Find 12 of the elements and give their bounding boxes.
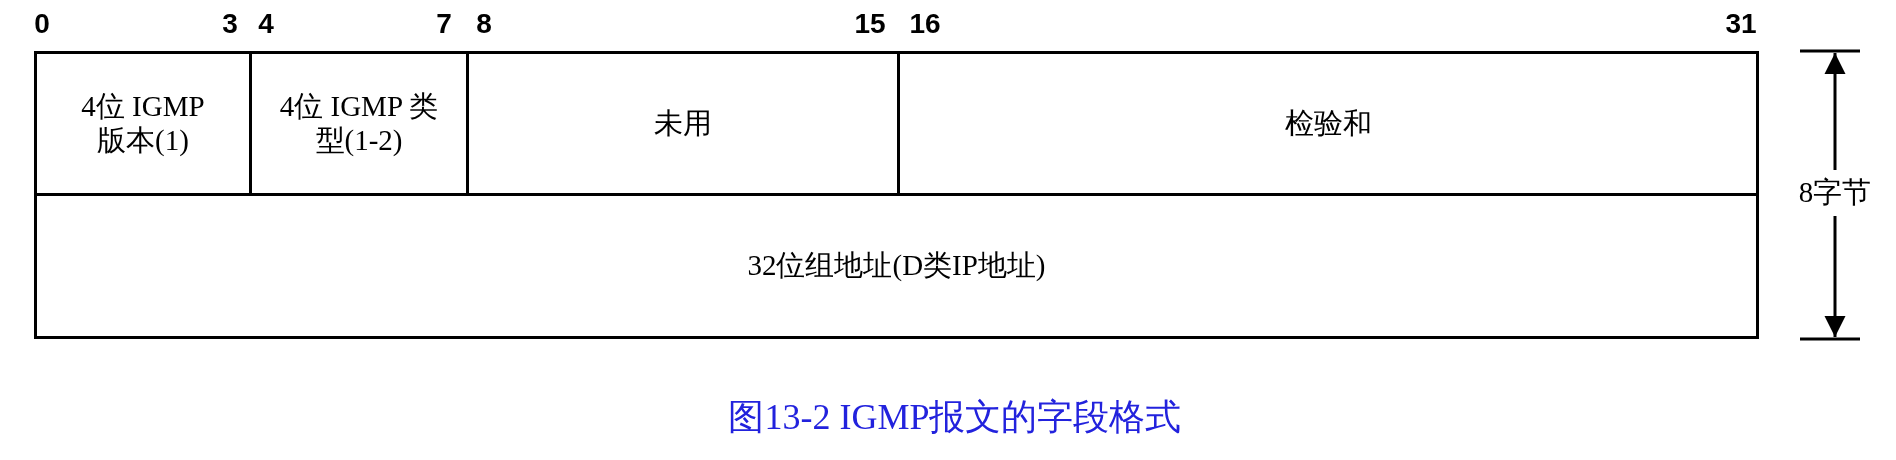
bit-number: 0	[34, 8, 50, 40]
bit-number: 7	[436, 8, 452, 40]
header-field: 32位组地址(D类IP地址)	[34, 193, 1759, 339]
bit-number: 31	[1725, 8, 1757, 40]
bit-number: 15	[854, 8, 886, 40]
bit-number: 16	[909, 8, 941, 40]
header-field: 4位 IGMP 版本(1)	[34, 51, 252, 196]
bit-number: 3	[222, 8, 238, 40]
bit-number: 8	[476, 8, 492, 40]
bit-number: 4	[258, 8, 274, 40]
caption: 图13-2 IGMP报文的字段格式	[728, 395, 1182, 439]
header-field: 检验和	[897, 51, 1759, 196]
